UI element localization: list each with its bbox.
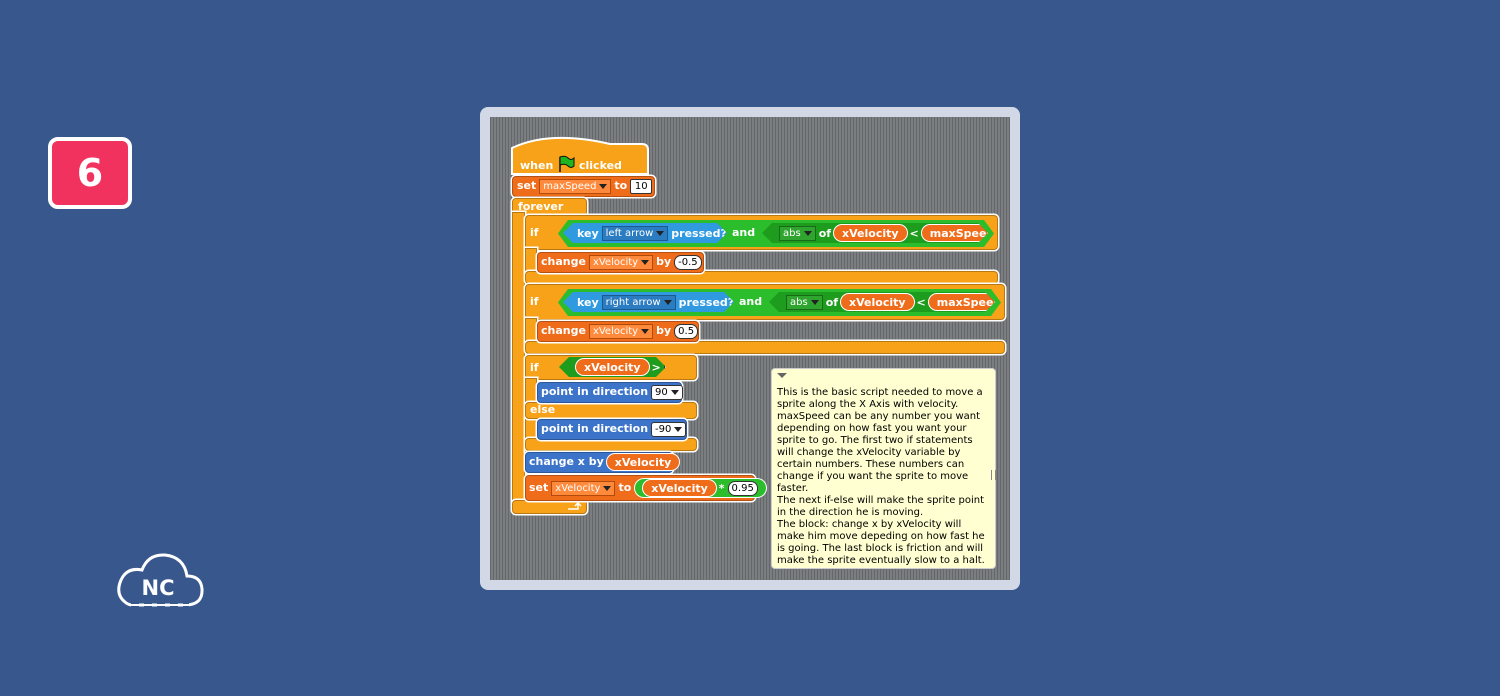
maxspeed-reporter[interactable]: maxSpeed bbox=[929, 294, 1010, 310]
resize-handle-icon[interactable] bbox=[991, 470, 996, 480]
if-text: if bbox=[530, 226, 539, 239]
to-text: to bbox=[618, 481, 632, 494]
key-pressed-sensor[interactable]: key right arrow pressed? bbox=[563, 292, 734, 312]
by-text: by bbox=[656, 255, 672, 268]
greater-than-operator[interactable]: xVelocity > 0 bbox=[559, 357, 666, 377]
point-text: point in direction bbox=[541, 385, 649, 398]
direction-dropdown[interactable]: 90 bbox=[651, 384, 683, 400]
less-than-operator[interactable]: abs of xVelocity < maxSpeed bbox=[762, 223, 988, 243]
xvelocity-reporter[interactable]: xVelocity bbox=[606, 454, 680, 470]
script-comment[interactable]: This is the basic script needed to move … bbox=[771, 368, 996, 569]
set-text: set bbox=[529, 481, 549, 494]
direction-dropdown[interactable]: -90 bbox=[651, 421, 687, 437]
xvelocity-reporter[interactable]: xVelocity bbox=[643, 480, 716, 496]
step-number-badge: 6 bbox=[48, 137, 132, 209]
and-text: and bbox=[732, 226, 756, 239]
point-text: point in direction bbox=[541, 422, 649, 435]
dropdown-caret-icon bbox=[641, 259, 650, 265]
collapse-triangle-icon[interactable] bbox=[777, 373, 787, 378]
key-pressed-sensor[interactable]: key left arrow pressed? bbox=[563, 223, 727, 243]
dropdown-caret-icon bbox=[599, 183, 608, 189]
when-flag-clicked-block[interactable]: when clicked bbox=[520, 155, 622, 173]
forever-text: forever bbox=[518, 200, 564, 213]
xvelocity-reporter[interactable]: xVelocity bbox=[834, 225, 907, 241]
green-flag-icon bbox=[559, 155, 575, 172]
set-text: set bbox=[517, 179, 537, 192]
abs-dropdown[interactable]: abs bbox=[786, 295, 823, 310]
comment-text[interactable]: This is the basic script needed to move … bbox=[777, 387, 985, 566]
abs-dropdown[interactable]: abs bbox=[779, 226, 816, 241]
to-text: to bbox=[614, 179, 628, 192]
key-dropdown[interactable]: left arrow bbox=[602, 226, 669, 241]
dropdown-caret-icon bbox=[674, 426, 683, 432]
dropdown-caret-icon bbox=[641, 328, 650, 334]
dropdown-caret-icon bbox=[811, 300, 819, 305]
if-left-foot bbox=[525, 271, 998, 284]
dropdown-caret-icon bbox=[664, 300, 672, 305]
xvelocity-reporter[interactable]: xVelocity bbox=[841, 294, 914, 310]
logo-text: NC bbox=[142, 576, 175, 600]
number-input[interactable]: -0.5 bbox=[674, 254, 702, 270]
number-input[interactable]: 10 bbox=[630, 178, 653, 194]
variable-dropdown[interactable]: xVelocity bbox=[588, 323, 654, 339]
cloud-logo-icon: NC bbox=[117, 553, 204, 608]
dropdown-caret-icon bbox=[804, 231, 812, 236]
number-input[interactable]: 0.5 bbox=[674, 323, 699, 339]
if-text: if bbox=[530, 295, 539, 308]
number-input[interactable]: 0.95 bbox=[727, 480, 758, 496]
if-right-foot bbox=[525, 341, 1005, 354]
maxspeed-reporter[interactable]: maxSpeed bbox=[922, 225, 1003, 241]
multiply-operator[interactable]: xVelocity * 0.95 bbox=[635, 479, 766, 497]
dropdown-caret-icon bbox=[670, 389, 679, 395]
by-text: by bbox=[656, 324, 672, 337]
when-text: when bbox=[520, 159, 554, 172]
clicked-text: clicked bbox=[578, 159, 622, 172]
point-in-direction-block[interactable] bbox=[537, 419, 687, 440]
else-text: else bbox=[530, 403, 556, 416]
badge-text: 6 bbox=[76, 151, 104, 195]
xvelocity-reporter[interactable]: xVelocity bbox=[576, 359, 649, 375]
variable-dropdown[interactable]: xVelocity bbox=[588, 254, 654, 270]
variable-dropdown[interactable]: xVelocity bbox=[551, 480, 616, 496]
if-text: if bbox=[530, 361, 539, 374]
forever-arm bbox=[512, 212, 525, 506]
and-text: and bbox=[739, 295, 763, 308]
dropdown-caret-icon bbox=[656, 231, 664, 236]
change-text: change bbox=[541, 324, 586, 337]
less-than-operator[interactable]: abs of xVelocity < maxSpeed bbox=[769, 292, 995, 312]
dropdown-caret-icon bbox=[603, 485, 612, 491]
key-dropdown[interactable]: right arrow bbox=[602, 295, 676, 310]
variable-dropdown[interactable]: maxSpeed bbox=[539, 178, 612, 194]
hat-block-shape bbox=[511, 136, 649, 175]
loop-arrow-icon bbox=[568, 502, 582, 510]
change-text: change bbox=[541, 255, 586, 268]
change-x-text: change x by bbox=[529, 455, 604, 468]
